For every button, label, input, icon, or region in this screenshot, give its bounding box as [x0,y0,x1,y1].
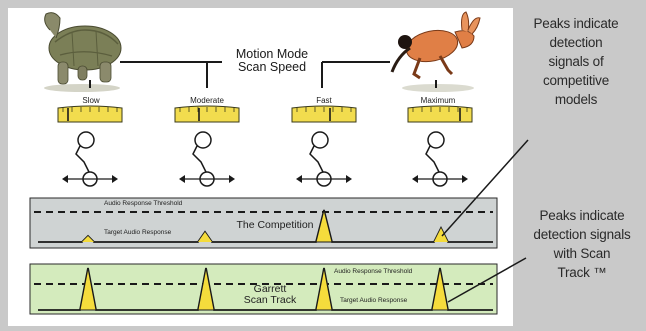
title-line-1: Motion Mode [235,47,309,61]
speed-label-slow: Slow [82,96,100,105]
scantrack-threshold-label: Audio Response Threshold [334,268,413,275]
title-connectors [89,61,437,88]
scantrack-peak [431,267,449,311]
diagram-title: Motion Mode Scan Speed [222,48,322,74]
note-scantrack-line: Peaks indicate [539,208,625,223]
note-competitive-line: signals of [548,54,604,69]
hare-icon [390,11,481,92]
note-competitive-line: models [554,92,598,107]
speed-label-fast: Fast [316,96,332,105]
speed-gauge-maximum [407,105,473,123]
competition-peak [198,232,212,242]
tortoise-icon [44,12,122,92]
scantrack-response-label: Target Audio Response [340,297,408,304]
sweep-pendulums [62,131,468,187]
speed-gauge-moderate [174,105,240,123]
note-scantrack: Peaks indicate detection signals with Sc… [522,206,642,282]
competition-response-label: Target Audio Response [104,229,172,236]
title-line-2: Scan Speed [237,60,307,74]
note-competitive-line: detection [549,35,603,50]
competition-peak [434,228,448,242]
sweep-pendulum-fast [296,131,352,187]
speed-label-moderate: Moderate [190,96,224,105]
competition-threshold-label: Audio Response Threshold [104,200,183,207]
scantrack-center-line-1: Garrett [253,283,287,295]
scantrack-center-line-2: Scan Track [243,294,297,306]
sweep-pendulum-moderate [179,131,235,187]
note-competitive-line: competitive [542,73,610,88]
speed-gauge-fast [291,105,357,123]
note-competitive: Peaks indicate detection signals of comp… [516,14,636,109]
sweep-pendulum-slow [62,131,118,187]
competition-center-label: The Competition [236,219,314,231]
sweep-pendulum-maximum [412,131,468,187]
note-scantrack-line: detection signals [533,227,631,242]
note-competitive-line: Peaks indicate [533,16,619,31]
scantrack-center-label: Garrett Scan Track [230,284,310,306]
callout-lines [441,139,529,303]
note-scantrack-line: with Scan [553,246,611,261]
competition-track [29,197,498,249]
note-scantrack-line: Track ™ [557,265,607,280]
scantrack-track [29,263,498,315]
speed-gauge-slow [57,105,123,123]
scantrack-peak [197,267,215,311]
competition-peak [315,209,333,243]
speed-label-maximum: Maximum [420,96,456,105]
scantrack-peak [79,267,97,311]
scantrack-peak [315,267,333,311]
competition-peak [82,236,94,242]
speed-gauges [57,105,473,123]
